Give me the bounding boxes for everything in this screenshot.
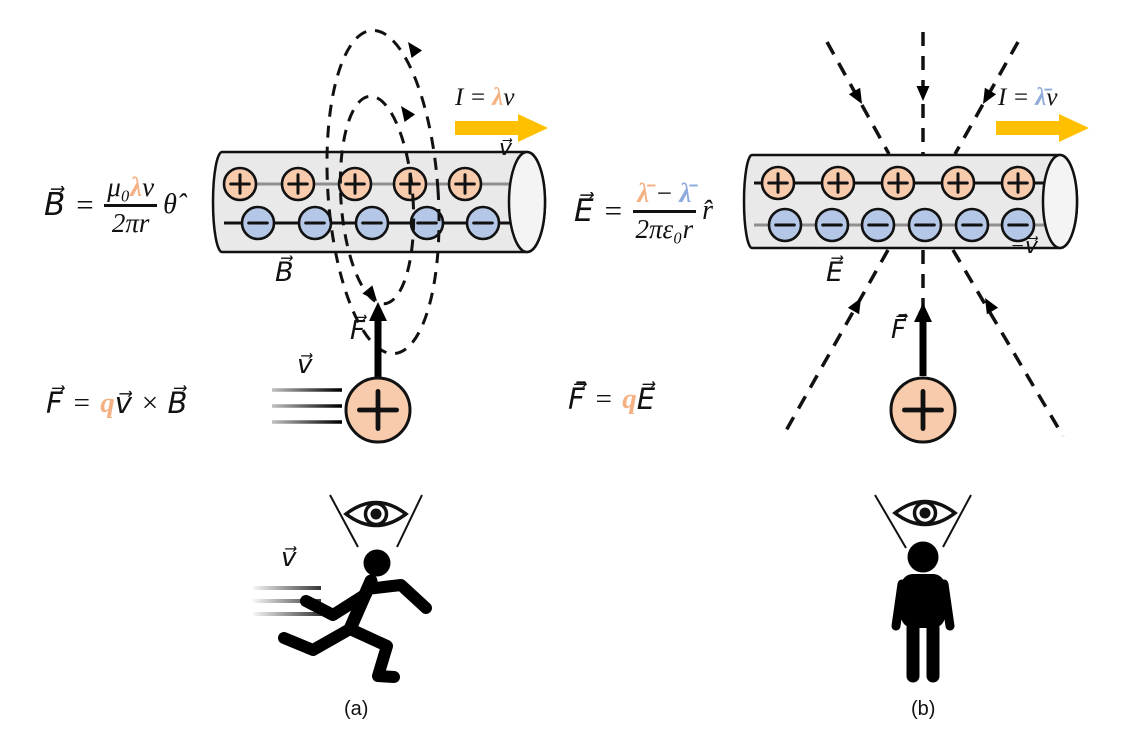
e-field-label: E⃗ — [826, 257, 844, 287]
test-charge-velocity-label: v⃗ — [297, 350, 313, 379]
current-symbol: I — [455, 84, 464, 111]
b-field-label: B⃗ — [275, 257, 294, 287]
runner-icon — [278, 549, 432, 683]
charge-symbol: q — [100, 387, 115, 419]
electric-force-formula: F̄⃗ = q E⃗ — [568, 383, 656, 416]
wire-velocity-label-a: v⃗ — [499, 135, 513, 160]
force-label-a: F⃗ — [350, 316, 365, 345]
eye-icon-a — [343, 500, 409, 528]
cylinder-cap — [1041, 153, 1079, 250]
current-arrow-b — [996, 114, 1089, 142]
electric-field-formula: E⃗ = λ̄−λ̄ 2πε₀r r̂ — [574, 178, 713, 245]
field-arrowhead — [985, 298, 999, 315]
gaze-lines-b — [874, 494, 972, 549]
eye-icon-b — [892, 499, 958, 527]
charge-symbol: q — [622, 383, 637, 415]
electric-field-lines — [781, 32, 1065, 437]
fraction: λ̄−λ̄ 2πε₀r — [632, 178, 697, 245]
magnetic-field-formula: B⃗ = μ₀λv 2πr θ̂ — [44, 172, 177, 239]
observer-velocity-label: v⃗ — [281, 543, 297, 572]
test-charge-a — [344, 376, 412, 444]
force-label-b: F̄⃗ — [891, 315, 906, 344]
caption-a: (a) — [344, 698, 369, 720]
current-equation-a: I=λv — [455, 84, 515, 111]
wire-velocity-label-b: −v⃗ — [1010, 233, 1038, 258]
wire-b-charges — [760, 165, 1036, 243]
cylinder-cap — [507, 150, 547, 254]
lorentz-force-formula: F⃗ = q v⃗ × B⃗ — [46, 387, 188, 420]
current-symbol: I — [998, 84, 1007, 111]
test-charge-b — [889, 376, 957, 444]
field-arrowhead — [916, 86, 930, 101]
loop-arrowhead — [362, 285, 377, 301]
field-arrowhead — [983, 87, 997, 104]
speed-lines-test-charge — [272, 388, 342, 424]
wire-a-charges — [222, 166, 501, 241]
field-arrowhead — [847, 298, 861, 315]
caption-b: (b) — [911, 698, 936, 720]
field-arrowhead — [848, 87, 862, 104]
theta-hat: θ̂ — [163, 189, 177, 221]
r-hat: r̂ — [702, 195, 713, 227]
loop-arrowhead — [408, 42, 423, 58]
lambda-bar-symbol: λ̄ — [1035, 84, 1047, 111]
current-equation-b: I=λ̄v — [998, 84, 1058, 111]
current-arrow-a — [455, 114, 548, 142]
loop-arrowhead — [401, 106, 416, 122]
gaze-lines-a — [329, 494, 423, 548]
standing-person-icon — [891, 541, 955, 683]
force-arrow-a — [369, 302, 387, 377]
lambda-symbol: λ — [492, 84, 504, 111]
magnetic-field-loops — [325, 28, 441, 356]
fraction: μ₀λv 2πr — [104, 172, 158, 239]
force-arrow-b — [914, 303, 932, 376]
